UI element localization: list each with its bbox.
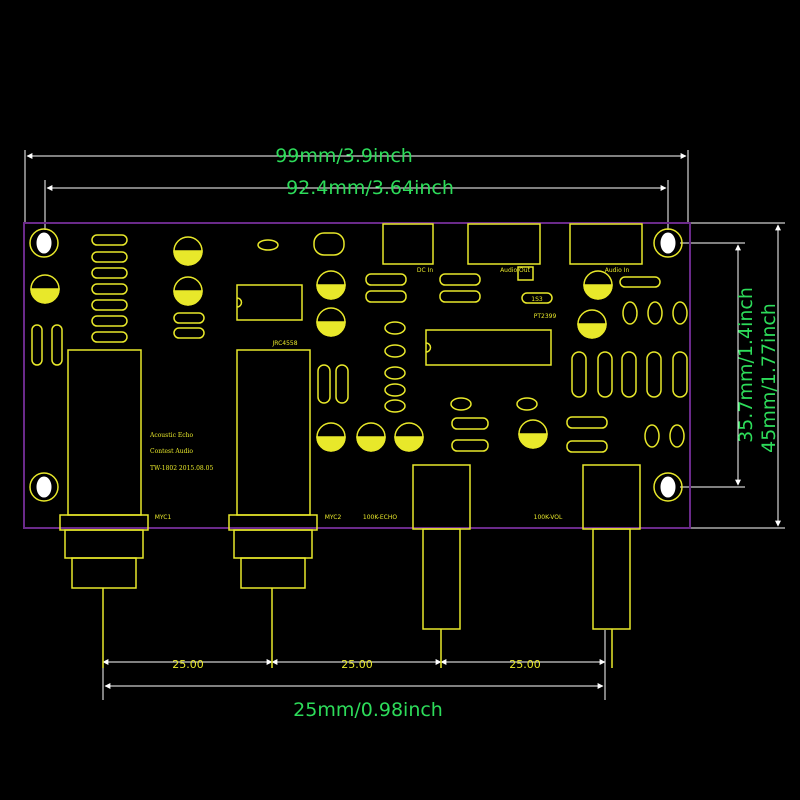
pot-pitch-label-2: 25.00: [341, 658, 373, 671]
board-title-line3: TW-1802 2015.08.05: [150, 465, 213, 472]
silkscreen-components: [30, 223, 688, 453]
ic-jrc4558-label: JRC4558: [271, 340, 297, 347]
ic-marker-label: 1S3: [531, 296, 543, 303]
ic-jrc4558-outline: [236, 284, 303, 321]
mount-hole-top-right: [653, 228, 683, 258]
pot-1: [59, 349, 149, 668]
pcb-outline: [23, 222, 691, 529]
pot-3-label: 100K-ECHO: [363, 514, 397, 521]
mount-hole-bottom-right: [653, 472, 683, 502]
connector-dc-in: [382, 223, 434, 265]
connector-audio-out: [467, 223, 541, 265]
connector-audio-in: [569, 223, 643, 265]
connector-dc-in-label: DC In: [417, 267, 433, 274]
mount-hole-bottom-left: [29, 472, 59, 502]
board-title-line1: Acoustic Echo: [149, 432, 193, 439]
pot-pitch-label-3: 25.00: [509, 658, 541, 671]
pot-2-label: MYC2: [325, 514, 342, 521]
mount-hole-top-left: [29, 228, 59, 258]
dimension-lines: [24, 150, 785, 700]
connector-audio-in-label: Audio In: [605, 267, 630, 274]
ic-pt2399-label: PT2399: [534, 313, 557, 320]
overall-width-label: 99mm/3.9inch: [275, 145, 413, 167]
resistor-column-left: [91, 234, 128, 343]
pot-pitch-label-1: 25.00: [172, 658, 204, 671]
pot-spacing-label: 25mm/0.98inch: [293, 699, 443, 721]
potentiometers: [59, 349, 641, 668]
pot-4: [582, 464, 641, 668]
electrolytic-capacitors: [30, 236, 613, 452]
mounting-holes: [29, 228, 683, 502]
ic-pt2399-outline: [425, 329, 552, 366]
pot-4-label: 100K-VOL: [534, 514, 563, 521]
pot-1-label: MYC1: [155, 514, 172, 521]
overall-height-label: 45mm/1.77inch: [758, 303, 780, 453]
hole-spacing-y-label: 35.7mm/1.4inch: [735, 287, 757, 443]
connector-audio-out-label: Audio Out: [500, 267, 530, 274]
pot-3: [412, 464, 471, 668]
board-title-line2: Contest Audio: [150, 448, 193, 455]
pot-2: [228, 349, 318, 668]
hole-spacing-x-label: 92.4mm/3.64inch: [286, 177, 454, 199]
